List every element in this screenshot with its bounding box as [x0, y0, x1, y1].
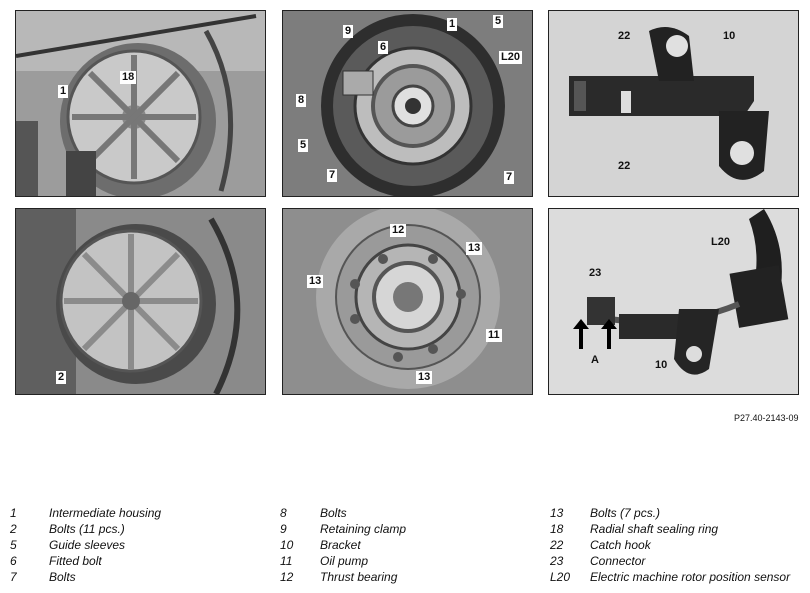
callout-10: 10 — [721, 30, 738, 43]
callout-A: A — [589, 354, 601, 367]
callout-1: 1 — [58, 85, 69, 98]
callout-8: 8 — [296, 94, 307, 107]
callout-23: 23 — [587, 267, 604, 280]
photo-rotor-sensor-removal: 9 1 5 6 L20 8 5 7 7 — [282, 10, 533, 197]
callout-7: 7 — [327, 169, 338, 182]
callout-L20: L20 — [499, 51, 522, 64]
photo-oil-pump-bolts: 12 13 13 11 13 — [282, 208, 533, 395]
photo-illustration — [283, 209, 532, 394]
photo-illustration — [549, 11, 798, 196]
photo-illustration — [16, 209, 265, 394]
callout-5: 5 — [298, 139, 309, 152]
callout-5: 5 — [493, 15, 504, 28]
photo-sensor-connector: L20 23 A 10 — [548, 208, 799, 395]
callout-22: 22 — [616, 30, 633, 43]
callout-7: 7 — [504, 171, 515, 184]
photo-intermediate-housing: 18 1 — [15, 10, 266, 197]
photo-illustration — [16, 11, 265, 196]
callout-10: 10 — [653, 359, 670, 372]
callout-13: 13 — [307, 275, 324, 288]
callout-13: 13 — [466, 242, 483, 255]
callout-2: 2 — [56, 371, 67, 384]
photo-housing-bolts: 2 — [15, 208, 266, 395]
callout-6: 6 — [378, 41, 389, 54]
callout-13: 13 — [416, 371, 433, 384]
callout-22: 22 — [616, 160, 633, 173]
callout-L20: L20 — [709, 236, 732, 249]
photo-bracket-catch-hooks: 22 10 22 — [548, 10, 799, 197]
photo-illustration — [549, 209, 798, 394]
callout-11: 11 — [486, 329, 502, 342]
figure-code: P27.40-2143-09 — [734, 413, 799, 423]
photo-illustration — [283, 11, 532, 196]
callout-12: 12 — [390, 224, 407, 237]
callout-1: 1 — [447, 18, 458, 31]
callout-18: 18 — [120, 71, 137, 84]
callout-9: 9 — [343, 25, 354, 38]
